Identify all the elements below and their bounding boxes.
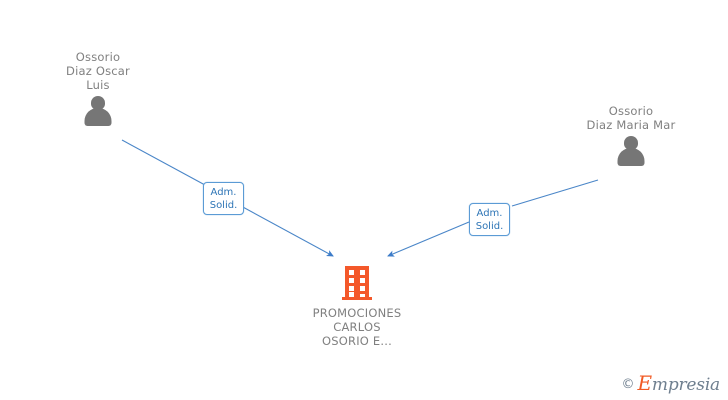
building-icon xyxy=(342,266,372,300)
node-person-left-label: Ossorio Diaz Oscar Luis xyxy=(66,50,130,92)
person-icon xyxy=(81,96,115,126)
edge-right-segment-a xyxy=(511,179,599,207)
person-body xyxy=(617,148,645,166)
copyright-icon: © xyxy=(621,377,635,392)
edge-left-label-box[interactable]: Adm. Solid. xyxy=(203,182,244,215)
person-head xyxy=(91,96,105,110)
brand-wordmark: Empresia xyxy=(638,373,721,395)
node-company-center-label: PROMOCIONES CARLOS OSORIO E... xyxy=(312,306,402,348)
node-person-left[interactable]: Ossorio Diaz Oscar Luis xyxy=(38,50,158,126)
person-head xyxy=(624,136,638,150)
node-person-right-label: Ossorio Diaz Maria Mar xyxy=(586,104,676,132)
edge-right-segment-b xyxy=(387,221,470,257)
person-body xyxy=(84,108,112,126)
edge-left-segment-a xyxy=(121,139,206,186)
empresia-watermark: © Empresia xyxy=(621,373,721,395)
node-company-center[interactable]: PROMOCIONES CARLOS OSORIO E... xyxy=(297,266,417,348)
brand-rest: mpresia xyxy=(651,375,720,395)
person-icon xyxy=(614,136,648,166)
brand-initial: E xyxy=(637,371,653,395)
node-person-right[interactable]: Ossorio Diaz Maria Mar xyxy=(571,104,691,166)
edge-right-label-box[interactable]: Adm. Solid. xyxy=(469,203,510,236)
edge-left-segment-b xyxy=(240,205,334,257)
